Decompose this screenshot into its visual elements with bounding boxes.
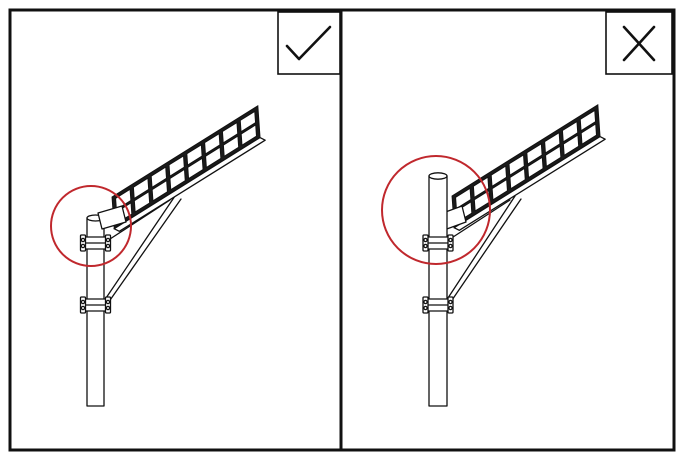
panel-frame [339,8,676,452]
support-strut [445,195,522,304]
panel-correct [8,8,343,452]
solar-panel [438,104,617,233]
lower-clamp [79,296,112,314]
highlight-circle [50,185,132,267]
lower-clamp [422,296,454,314]
cross-mark-icon [605,11,673,75]
panel-incorrect [339,8,676,452]
upper-clamp [422,234,454,252]
upper-clamp [79,234,112,252]
light-pole [428,172,448,407]
mounting-head [97,205,127,230]
highlight-circle [381,155,491,265]
panel-frame [8,8,343,452]
solar-panel [98,105,277,234]
check-mark-icon [277,11,341,75]
